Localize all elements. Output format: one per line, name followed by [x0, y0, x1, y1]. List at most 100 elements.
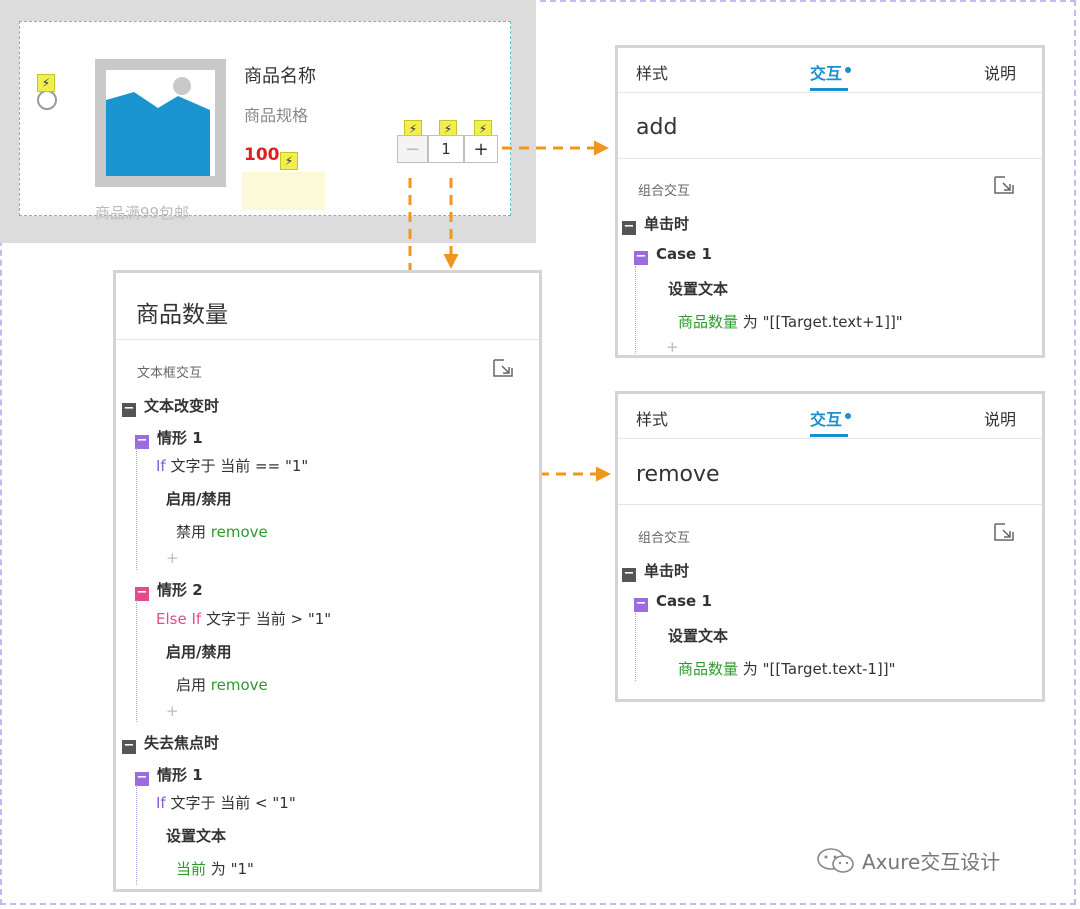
target-label: remove — [210, 676, 268, 694]
collapse-icon[interactable]: − — [135, 433, 149, 449]
lightning-icon: ⚡ — [404, 120, 422, 138]
condition-text: 文字于 当前 < "1" — [170, 794, 296, 812]
tab-style[interactable]: 样式 — [636, 64, 669, 83]
case-label: 情形 2 — [157, 581, 203, 599]
dot-icon — [845, 66, 852, 73]
condition-keyword: If — [156, 794, 166, 812]
tag-box — [242, 172, 325, 210]
event-label: 单击时 — [644, 215, 690, 233]
action-label: 设置文本 — [166, 827, 227, 845]
case-label: Case 1 — [656, 245, 712, 263]
tab-interaction-label: 交互 — [810, 410, 843, 429]
connector-text: 为 — [210, 860, 226, 878]
event-row[interactable]: −单击时 — [622, 560, 689, 582]
tab-notes[interactable]: 说明 — [984, 410, 1017, 429]
section-label: 组合交互 — [638, 531, 691, 546]
target-label: 当前 — [176, 860, 207, 878]
action-label: 启用/禁用 — [166, 643, 232, 661]
action-detail: 商品数量 为 "[[Target.text-1]]" — [678, 658, 896, 679]
action-label: 设置文本 — [668, 627, 729, 645]
action-detail: 商品数量 为 "[[Target.text+1]]" — [678, 311, 903, 332]
condition-row: Else If 文字于 当前 > "1" — [156, 608, 331, 629]
case-row[interactable]: −Case 1 — [634, 245, 712, 265]
panel-tabs: 样式 交互 说明 — [618, 48, 1042, 93]
tab-style[interactable]: 样式 — [636, 410, 669, 429]
quantity-field[interactable]: 1 — [428, 135, 464, 163]
target-label: 商品数量 — [678, 660, 739, 678]
case-label: Case 1 — [656, 592, 712, 610]
collapse-icon[interactable]: − — [122, 401, 136, 417]
promo-text: 商品满99包邮 — [95, 204, 190, 222]
expand-icon[interactable] — [993, 175, 1015, 195]
collapse-icon[interactable]: − — [122, 738, 136, 754]
watermark-text: Axure交互设计 — [862, 850, 1001, 874]
divider — [618, 158, 1042, 159]
dot-icon — [845, 412, 852, 419]
tree-guide — [635, 266, 636, 354]
expand-icon[interactable] — [993, 522, 1015, 542]
tree-guide — [136, 448, 137, 570]
tab-interaction[interactable]: 交互 — [810, 60, 852, 84]
remove-interaction-panel: 样式 交互 说明 remove 组合交互 −单击时 −Case 1 设置文本 商… — [615, 391, 1045, 702]
wechat-icon — [817, 847, 854, 873]
condition-row: If 文字于 当前 < "1" — [156, 792, 296, 813]
quantity-stepper: − 1 + — [397, 135, 498, 163]
tree-guide — [136, 600, 137, 722]
condition-keyword: Else If — [156, 610, 202, 628]
case-row[interactable]: −情形 1 — [135, 427, 203, 449]
event-row[interactable]: −单击时 — [622, 213, 689, 235]
event-row[interactable]: −失去焦点时 — [122, 732, 219, 754]
expand-icon[interactable] — [492, 358, 514, 378]
product-price: 100 — [244, 145, 280, 165]
case-row[interactable]: −情形 2 — [135, 579, 203, 601]
panel-tabs: 样式 交互 说明 — [618, 394, 1042, 439]
product-spec: 商品规格 — [244, 106, 309, 125]
panel-title: remove — [636, 462, 720, 487]
add-interaction-panel: 样式 交互 说明 add 组合交互 −单击时 −Case 1 设置文本 商品数量… — [615, 45, 1045, 358]
collapse-icon[interactable]: − — [135, 770, 149, 786]
action-label: 设置文本 — [668, 280, 729, 298]
tree-guide — [136, 785, 137, 885]
collapse-icon[interactable]: − — [634, 596, 648, 612]
collapse-icon[interactable]: − — [622, 219, 636, 235]
expression-text: "[[Target.text+1]]" — [762, 313, 903, 331]
condition-text: 文字于 当前 > "1" — [205, 610, 332, 628]
collapse-icon[interactable]: − — [622, 566, 636, 582]
collapse-icon[interactable]: − — [135, 585, 149, 601]
tab-underline — [810, 88, 848, 91]
panel-title: add — [636, 115, 678, 140]
action-verb: 禁用 — [176, 523, 207, 541]
case-row[interactable]: −Case 1 — [634, 592, 712, 612]
product-name: 商品名称 — [244, 66, 316, 87]
action-detail: 启用 remove — [176, 674, 268, 695]
event-row[interactable]: −文本改变时 — [122, 395, 219, 417]
divider — [618, 504, 1042, 505]
connector-text: 为 — [742, 313, 758, 331]
watermark: Axure交互设计 — [816, 846, 1000, 875]
tab-notes[interactable]: 说明 — [984, 64, 1017, 83]
condition-row: If 文字于 当前 == "1" — [156, 455, 308, 476]
remove-button[interactable]: − — [397, 135, 428, 163]
image-placeholder-icon — [106, 77, 210, 176]
add-action-icon[interactable]: + — [166, 549, 179, 567]
add-button[interactable]: + — [464, 135, 498, 163]
action-verb: 启用 — [176, 676, 207, 694]
add-action-icon[interactable]: + — [666, 338, 679, 356]
expression-text: "[[Target.text-1]]" — [762, 660, 896, 678]
product-card: ⚡ 商品名称 商品规格 100 ⚡ 商品满99包邮 ⚡ ⚡ ⚡ − 1 + — [19, 21, 511, 222]
tab-underline — [810, 434, 848, 437]
tab-interaction[interactable]: 交互 — [810, 406, 852, 430]
section-label: 组合交互 — [638, 184, 691, 199]
tree-guide — [635, 613, 636, 681]
panel-title: 商品数量 — [136, 302, 228, 328]
target-label: 商品数量 — [678, 313, 739, 331]
product-image — [95, 59, 226, 187]
event-label: 文本改变时 — [144, 397, 220, 415]
case-row[interactable]: −情形 1 — [135, 764, 203, 786]
condition-text: 文字于 当前 == "1" — [170, 457, 309, 475]
event-label: 单击时 — [644, 562, 690, 580]
add-action-icon[interactable]: + — [166, 702, 179, 720]
lightning-icon: ⚡ — [280, 152, 298, 170]
collapse-icon[interactable]: − — [634, 249, 648, 265]
